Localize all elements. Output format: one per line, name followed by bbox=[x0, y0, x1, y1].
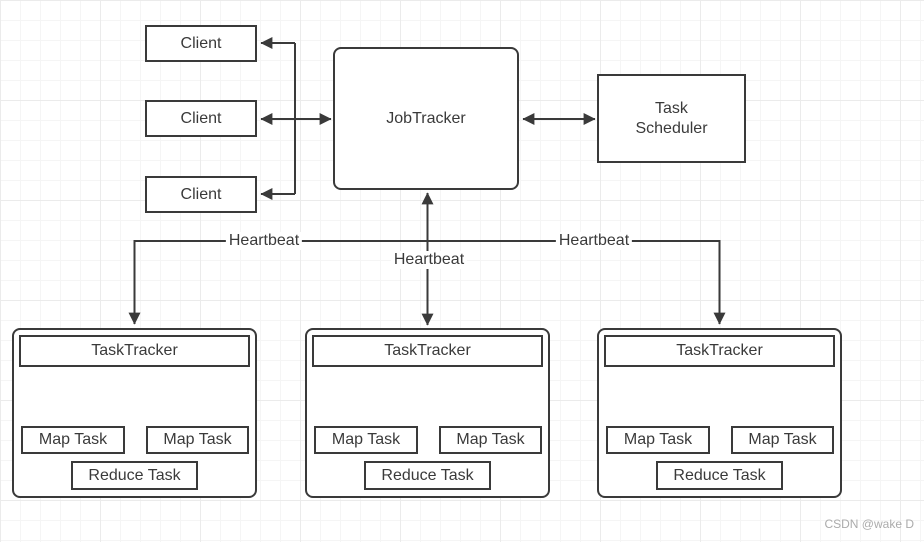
task-tracker-label: TaskTracker bbox=[384, 342, 471, 359]
client-box-2: Client bbox=[145, 100, 257, 137]
reduce-task-label: Reduce Task bbox=[88, 466, 181, 484]
task-tracker-group-3: TaskTracker Map Task Map Task Reduce Tas… bbox=[597, 328, 842, 498]
task-scheduler-label: Task Scheduler bbox=[635, 99, 708, 137]
map-task-box: Map Task bbox=[731, 426, 834, 454]
job-tracker-box: JobTracker bbox=[333, 47, 519, 190]
map-task-label: Map Task bbox=[748, 431, 817, 448]
task-tracker-box: TaskTracker bbox=[19, 335, 250, 367]
reduce-task-label: Reduce Task bbox=[673, 466, 766, 484]
client-box-3: Client bbox=[145, 176, 257, 213]
map-task-box: Map Task bbox=[314, 426, 418, 454]
task-tracker-box: TaskTracker bbox=[312, 335, 543, 367]
map-task-box: Map Task bbox=[21, 426, 125, 454]
map-task-label: Map Task bbox=[163, 431, 232, 448]
client-box-1: Client bbox=[145, 25, 257, 62]
map-task-box: Map Task bbox=[146, 426, 249, 454]
map-task-label: Map Task bbox=[456, 431, 525, 448]
heartbeat-label-left: Heartbeat bbox=[225, 232, 303, 250]
task-tracker-label: TaskTracker bbox=[676, 342, 763, 359]
task-tracker-box: TaskTracker bbox=[604, 335, 835, 367]
client-label: Client bbox=[180, 109, 222, 127]
heartbeat-label-right: Heartbeat bbox=[555, 232, 633, 250]
task-tracker-label: TaskTracker bbox=[91, 342, 178, 359]
map-task-box: Map Task bbox=[606, 426, 710, 454]
map-task-label: Map Task bbox=[331, 431, 401, 448]
task-tracker-group-2: TaskTracker Map Task Map Task Reduce Tas… bbox=[305, 328, 550, 498]
map-task-label: Map Task bbox=[38, 431, 108, 448]
reduce-task-box: Reduce Task bbox=[71, 461, 198, 490]
task-scheduler-box: Task Scheduler bbox=[597, 74, 746, 163]
task-tracker-group-1: TaskTracker Map Task Map Task Reduce Tas… bbox=[12, 328, 257, 498]
csdn-watermark: CSDN @wake D bbox=[824, 517, 914, 531]
reduce-task-box: Reduce Task bbox=[656, 461, 783, 490]
job-tracker-label: JobTracker bbox=[386, 109, 466, 127]
reduce-task-box: Reduce Task bbox=[364, 461, 491, 490]
client-label: Client bbox=[180, 34, 222, 52]
heartbeat-label-center: Heartbeat bbox=[390, 251, 468, 269]
client-label: Client bbox=[180, 185, 222, 203]
map-task-label: Map Task bbox=[623, 431, 693, 448]
map-task-box: Map Task bbox=[439, 426, 542, 454]
reduce-task-label: Reduce Task bbox=[381, 466, 474, 484]
